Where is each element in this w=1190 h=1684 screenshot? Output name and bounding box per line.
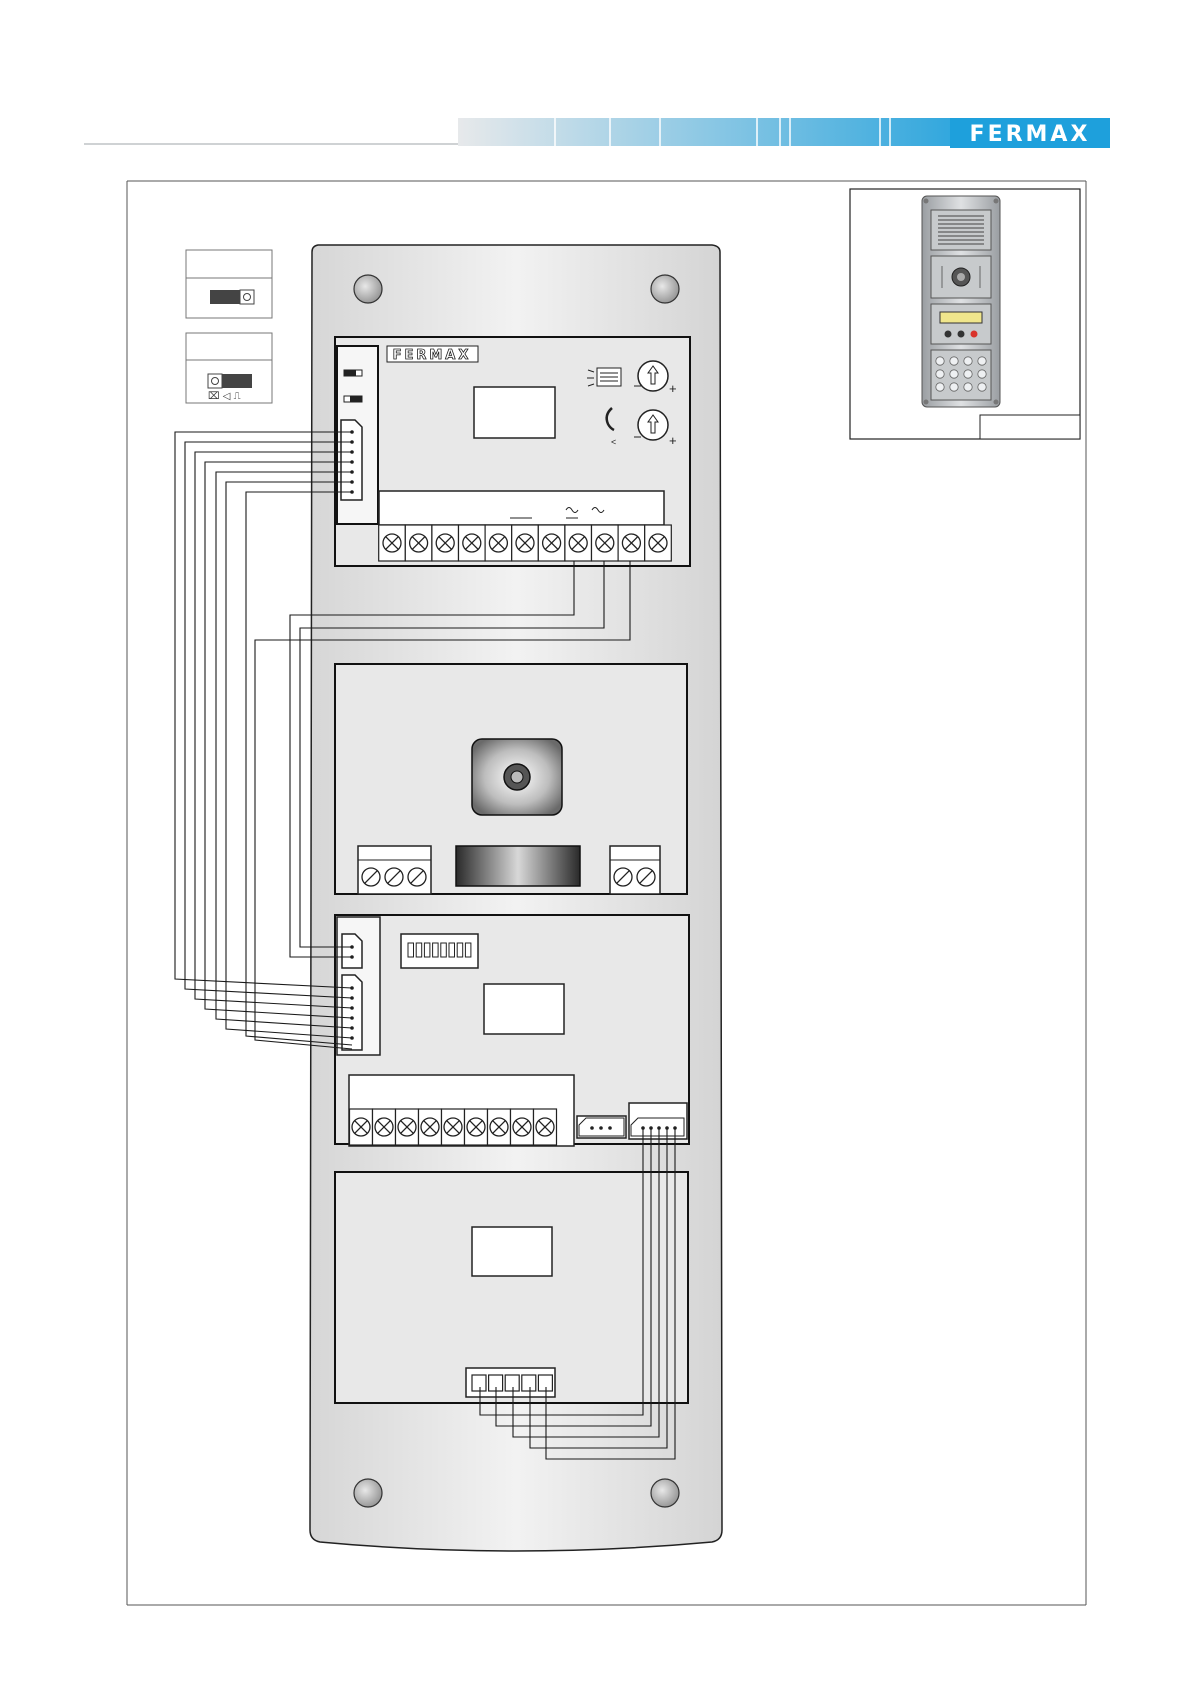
screw-terminal: [379, 525, 406, 561]
keypad-terminal-block: [350, 1109, 557, 1145]
screw-terminal: [396, 1109, 419, 1145]
display-pin: [538, 1375, 552, 1391]
amplifier-terminal-block: [379, 525, 672, 561]
keypad-button: [964, 370, 972, 378]
screw-terminal: [614, 868, 632, 886]
keypad-label-box: [484, 984, 564, 1034]
keypad-input-connector: [342, 934, 362, 968]
keypad-button: [950, 357, 958, 365]
dip-switch[interactable]: [465, 943, 471, 957]
svg-text:+: +: [669, 381, 677, 396]
screw-terminal: [459, 525, 486, 561]
inset-caption-box: [980, 415, 1080, 439]
dip-switch[interactable]: [449, 943, 455, 957]
screw-terminal: [432, 525, 459, 561]
screw-terminal: [538, 525, 565, 561]
dip-switch[interactable]: [416, 943, 422, 957]
display-label-box: [472, 1227, 552, 1276]
screw-terminal: [637, 868, 655, 886]
keypad-control-module: [335, 915, 689, 1146]
switch-slider-icon: [222, 374, 252, 388]
screw-terminal: [592, 525, 619, 561]
display-pin: [472, 1375, 486, 1391]
mounting-bolt: [354, 275, 382, 303]
dip-switch[interactable]: [424, 943, 430, 957]
screw-terminal: [350, 1109, 373, 1145]
display-pin: [505, 1375, 519, 1391]
keypad-button: [964, 383, 972, 391]
screw-terminal: [405, 525, 432, 561]
keypad-button: [978, 383, 986, 391]
amplifier-terminal-label-strip: [379, 491, 664, 525]
screw-terminal: [408, 868, 426, 886]
screw-terminal: [511, 1109, 534, 1145]
screw-terminal: [488, 1109, 511, 1145]
screw-terminal: [485, 525, 512, 561]
dip-switch[interactable]: [457, 943, 463, 957]
mode-symbols-icon: ⌧ ◁ ⎍: [208, 391, 241, 402]
keypad-button: [950, 383, 958, 391]
screw-terminal: [618, 525, 645, 561]
screw-terminal: [385, 868, 403, 886]
lcd-display-icon: [931, 304, 991, 344]
screw-terminal: [645, 525, 672, 561]
dip-switch[interactable]: [433, 943, 439, 957]
keypad-output-connector-3pin: [577, 1116, 626, 1138]
switch-box-1: [186, 250, 272, 318]
amplifier-brand: FERMAX: [393, 348, 472, 363]
header-color-band: [458, 118, 1006, 146]
camera-module: [335, 664, 687, 894]
screw-terminal: [512, 525, 539, 561]
screw-terminal: [442, 1109, 465, 1145]
switch-slider-icon: [210, 290, 240, 304]
page-header: FERMAX: [84, 118, 1110, 148]
amplifier-module: FERMAX + < +: [335, 337, 690, 566]
camera-illuminator: [456, 846, 580, 886]
keypad-button: [936, 370, 944, 378]
keypad-button: [950, 370, 958, 378]
amplifier-label-box: [474, 387, 555, 438]
camera-left-terminal-block: [362, 868, 426, 886]
keypad-button: [936, 383, 944, 391]
keypad-output-connector-5pin: [629, 1103, 687, 1139]
display-pin: [522, 1375, 536, 1391]
screw-terminal: [362, 868, 380, 886]
screw-terminal: [465, 1109, 488, 1145]
svg-text:+: +: [669, 433, 677, 448]
screw-terminal: [373, 1109, 396, 1145]
dip-switch[interactable]: [408, 943, 414, 957]
keypad-button: [936, 357, 944, 365]
display-module: [335, 1172, 688, 1403]
mounting-bolt: [354, 1479, 382, 1507]
dip-switch[interactable]: [441, 943, 447, 957]
keypad-icon: [931, 350, 991, 400]
switch-box-2: ⌧ ◁ ⎍: [186, 333, 272, 403]
keypad-button: [978, 357, 986, 365]
screw-terminal: [419, 1109, 442, 1145]
panel-overview-inset: [850, 189, 1080, 439]
screw-terminal: [534, 1109, 557, 1145]
keypad-button: [978, 370, 986, 378]
camera-lens-icon: [931, 256, 991, 298]
speaker-grille-icon: [931, 210, 991, 250]
svg-text:<: <: [611, 437, 616, 447]
mounting-bolt: [651, 1479, 679, 1507]
mounting-bolt: [651, 275, 679, 303]
keypad-button: [964, 357, 972, 365]
display-connector-pins: [472, 1375, 552, 1391]
screw-terminal: [565, 525, 592, 561]
brand-logo: FERMAX: [970, 122, 1091, 147]
